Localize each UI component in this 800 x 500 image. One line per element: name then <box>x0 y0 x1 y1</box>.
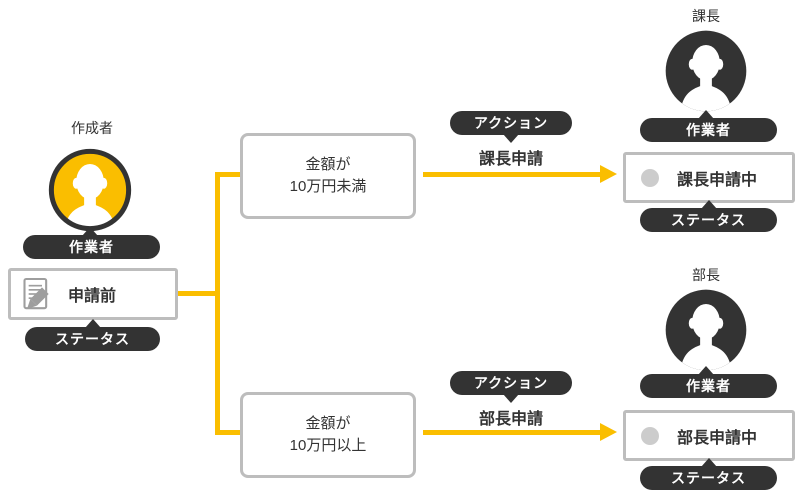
connector-top-line <box>215 172 243 177</box>
arrow-line-top <box>423 172 602 177</box>
approver-status-value-kacho: 課長申請中 <box>677 171 758 189</box>
approver-actor-callout-arrow <box>698 366 714 375</box>
condition-box-under-100k: 金額が 10万円未満 <box>240 133 416 219</box>
approver-actor-tag-bucho: 作業者 <box>640 374 777 398</box>
approver-actor-tag-kacho: 作業者 <box>640 118 777 142</box>
status-dot-icon <box>641 426 659 445</box>
action-label-top: 課長申請 <box>478 151 543 168</box>
connector-bottom-line <box>215 430 243 435</box>
creator-role-title: 作成者 <box>71 120 113 136</box>
creator-actor-callout-arrow <box>82 227 98 236</box>
document-edit-icon <box>23 277 49 310</box>
approver-actor-callout-arrow <box>698 110 714 119</box>
creator-status-tag: ステータス <box>25 327 160 351</box>
condition-line1: 金額が <box>305 156 351 173</box>
arrow-head-bottom <box>600 423 617 441</box>
arrow-line-bottom <box>423 430 602 435</box>
action-tag-bottom: アクション <box>450 371 572 395</box>
creator-status-callout-arrow <box>85 319 101 328</box>
approver-status-tag-kacho: ステータス <box>640 208 777 232</box>
creator-status-box: 申請前 <box>8 268 178 320</box>
approver-status-box-bucho: 部長申請中 <box>623 410 795 461</box>
condition-line1: 金額が <box>305 415 351 432</box>
approver-status-callout-arrow <box>701 458 717 467</box>
arrow-head-top <box>600 165 617 183</box>
creator-actor-tag: 作業者 <box>23 235 160 259</box>
connector-stem-line <box>178 291 220 296</box>
approver-status-callout-arrow <box>701 200 717 209</box>
connector-branch-line <box>215 172 220 435</box>
condition-line2: 10万円以上 <box>289 437 367 454</box>
action-callout-arrow-bottom <box>503 394 519 403</box>
creator-status-value: 申請前 <box>68 288 117 305</box>
action-label-bottom: 部長申請 <box>478 411 543 428</box>
condition-line2: 10万円未満 <box>289 178 367 195</box>
approver-avatar-icon-kacho <box>665 30 747 112</box>
creator-avatar-icon <box>48 148 132 232</box>
condition-box-over-100k: 金額が 10万円以上 <box>240 392 416 478</box>
action-callout-arrow-top <box>503 134 519 143</box>
approver-avatar-icon-bucho <box>665 289 747 371</box>
action-tag-top: アクション <box>450 111 572 135</box>
approver-role-title-bucho: 部長 <box>692 267 720 283</box>
status-dot-icon <box>641 168 659 187</box>
approver-status-tag-bucho: ステータス <box>640 466 777 490</box>
approver-status-box-kacho: 課長申請中 <box>623 152 795 203</box>
approver-role-title-kacho: 課長 <box>692 8 720 24</box>
approver-status-value-bucho: 部長申請中 <box>677 429 758 447</box>
